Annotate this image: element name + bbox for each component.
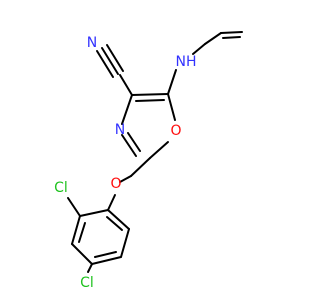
bond-nitrile-b xyxy=(96,50,114,78)
amine-nh-label: NH xyxy=(176,54,197,70)
bond-ring-2-3 xyxy=(71,215,81,245)
bond-nitrile-a xyxy=(101,47,119,75)
bond-ring-1-2 xyxy=(79,209,109,217)
bond-ch-ch2-double-b xyxy=(222,36,241,39)
bond-c5-nh xyxy=(167,69,177,95)
bond-c2-ch2 xyxy=(130,157,151,177)
bond-nitrile-c xyxy=(106,44,124,72)
bond-c4-n3 xyxy=(121,94,133,125)
ortho-chlorine-label: Cl xyxy=(54,180,68,196)
atom-labels: N NH N O O Cl Cl xyxy=(54,35,196,291)
bond-ring-cl-para xyxy=(87,263,93,273)
nitrile-nitrogen-label: N xyxy=(87,35,97,51)
bond-o1-c5 xyxy=(167,93,176,121)
ring-oxygen-label: O xyxy=(170,123,181,139)
bond-ring-inner-a xyxy=(78,222,86,243)
bonds xyxy=(67,31,243,273)
para-chlorine-label: Cl xyxy=(80,275,94,291)
bond-ring-cl-ortho xyxy=(67,197,81,217)
bond-ring-inner-b xyxy=(94,251,117,258)
chemical-structure: N NH N O O Cl Cl xyxy=(54,31,243,291)
bond-ch2-o xyxy=(119,175,132,183)
bond-ring-inner-c xyxy=(106,216,123,231)
bond-c4-c5-double-b xyxy=(135,99,165,102)
bond-n3-c2-double-b xyxy=(127,132,141,152)
bond-ch-ch2-double-a xyxy=(220,31,243,34)
bond-c4-cn xyxy=(119,74,133,96)
bond-c4-c5-double-a xyxy=(131,93,169,96)
bond-ch2-ch xyxy=(204,32,222,45)
bond-ring-6-1 xyxy=(107,209,130,230)
ring-nitrogen-label: N xyxy=(115,122,125,138)
bond-n3-c2-double-a xyxy=(121,134,137,157)
bond-ring-5-6 xyxy=(120,228,130,258)
ether-oxygen-label: O xyxy=(110,176,121,192)
bond-c2-o1 xyxy=(149,141,169,159)
bond-nh-ch2 xyxy=(192,43,206,55)
bond-ring-4-5 xyxy=(91,256,122,265)
bond-o-aryl xyxy=(107,194,116,211)
bond-ring-3-4 xyxy=(71,243,93,265)
